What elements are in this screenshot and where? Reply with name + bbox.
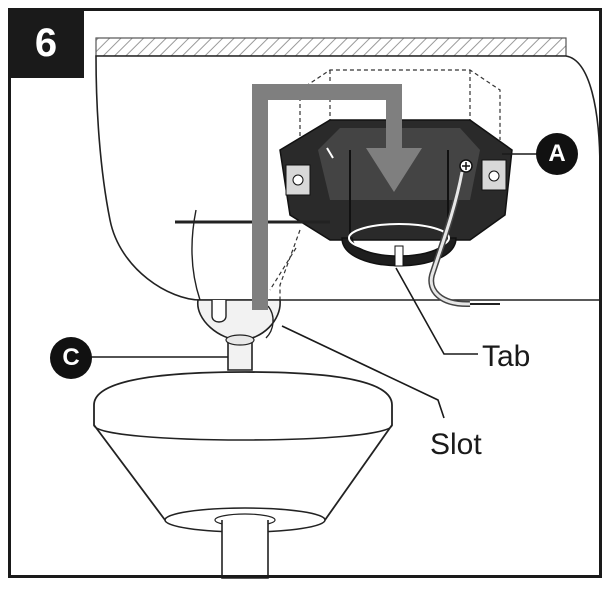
- panel-frame: [8, 8, 602, 578]
- leader-lines: [90, 153, 540, 419]
- step-number-badge: 6: [8, 8, 84, 78]
- supply-wires: [175, 171, 500, 308]
- slot-label: Slot: [430, 428, 482, 461]
- junction-box-outline: [269, 69, 501, 300]
- tab-label: Tab: [482, 340, 531, 373]
- motor-housing: [93, 371, 393, 579]
- callout-c: C: [50, 337, 92, 379]
- callout-a: A: [536, 133, 578, 175]
